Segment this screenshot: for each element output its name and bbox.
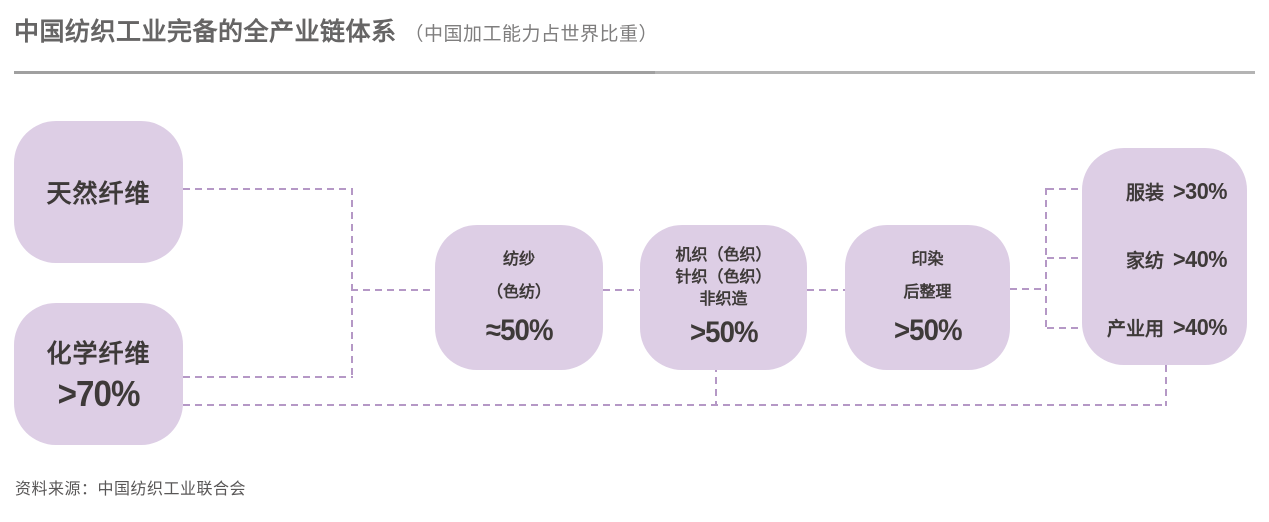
- chemical-fiber-label: 化学纤维: [46, 340, 151, 368]
- connector-branch-industrial: [1047, 327, 1082, 329]
- node-chemical-fiber: 化学纤维 >70%: [14, 303, 183, 445]
- spinning-label-line1: 纺纱: [502, 250, 535, 268]
- natural-fiber-label: 天然纤维: [46, 180, 151, 208]
- node-fabric: 机织（色织） 针织（色织） 非织造 >50%: [640, 225, 807, 370]
- dyeing-label-line2: 后整理: [903, 283, 952, 301]
- connector-junction-vertical-left: [351, 188, 353, 378]
- title-main: 中国纺织工业完备的全产业链体系: [14, 18, 397, 46]
- divider-right: [655, 71, 1255, 74]
- connector-bottom-long: [183, 404, 1167, 406]
- hometextile-value: >40%: [1173, 246, 1228, 272]
- connector-junction-to-spinning: [351, 289, 435, 291]
- spinning-value: ≈50%: [485, 313, 554, 347]
- spinning-label-line2: （色纺）: [486, 283, 551, 301]
- source-note: 资料来源：中国纺织工业联合会: [15, 481, 247, 498]
- node-dyeing: 印染 后整理 >50%: [845, 225, 1010, 370]
- connector-fabric-down: [715, 365, 717, 406]
- enduse-row-industrial: 产业用 >40%: [1082, 314, 1247, 341]
- connector-chemical-to-junction: [183, 376, 353, 378]
- industrial-label: 产业用: [1106, 319, 1164, 340]
- node-natural-fiber: 天然纤维: [14, 121, 183, 263]
- apparel-value: >30%: [1173, 178, 1228, 204]
- enduse-row-apparel: 服装 >30%: [1082, 178, 1247, 205]
- divider-left: [14, 71, 655, 74]
- apparel-label: 服装: [1125, 183, 1164, 204]
- page-title: 中国纺织工业完备的全产业链体系 （中国加工能力占世界比重）: [14, 12, 658, 48]
- fabric-label-line1: 机织（色织）: [675, 247, 772, 264]
- dyeing-label-line1: 印染: [911, 250, 944, 268]
- hometextile-label: 家纺: [1125, 251, 1164, 272]
- connector-branch-apparel: [1047, 188, 1082, 190]
- industrial-value: >40%: [1173, 314, 1228, 340]
- fabric-label-line2: 针织（色织）: [675, 269, 772, 286]
- node-spinning: 纺纱 （色纺） ≈50%: [435, 225, 603, 370]
- connector-enduse-down: [1165, 365, 1167, 406]
- enduse-row-hometextile: 家纺 >40%: [1082, 246, 1247, 273]
- chemical-fiber-value: >70%: [57, 373, 141, 414]
- dyeing-value: >50%: [893, 313, 963, 347]
- connector-spinning-to-fabric: [603, 289, 640, 291]
- connector-fabric-to-dyeing: [807, 289, 845, 291]
- connector-branch-hometextile: [1047, 257, 1082, 259]
- title-subtitle: （中国加工能力占世界比重）: [404, 24, 659, 45]
- connector-natural-to-junction: [183, 188, 353, 190]
- fabric-label-line3: 非织造: [699, 291, 748, 308]
- node-end-uses: 服装 >30% 家纺 >40% 产业用 >40%: [1082, 148, 1247, 365]
- connector-junction-vertical-right: [1045, 188, 1047, 329]
- fabric-value: >50%: [689, 316, 759, 349]
- connector-dyeing-to-junction: [1010, 288, 1047, 290]
